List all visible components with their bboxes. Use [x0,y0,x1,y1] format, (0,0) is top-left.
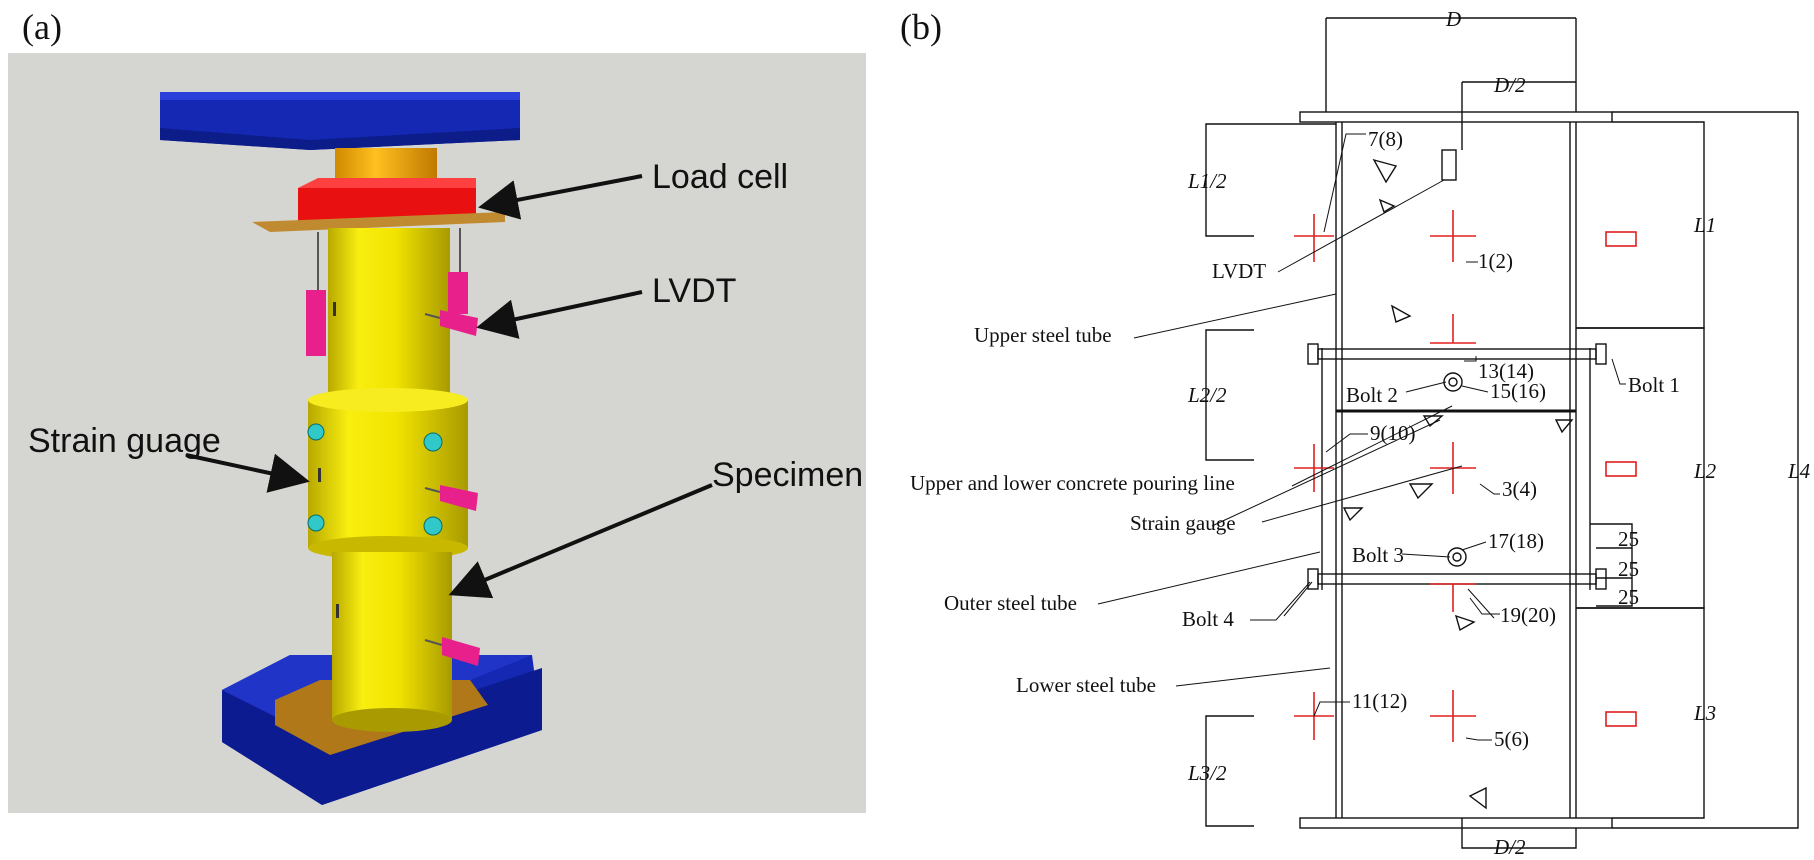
bottom-cap-plate [1299,817,1613,829]
gauge-19: 19(20) [1500,603,1556,627]
arrow-strain-gauge [185,453,310,493]
gauge-13: 13(14) [1478,359,1534,383]
strain-gauge-crosses [1294,210,1637,742]
lvdt-probes [440,310,480,666]
arrow-lvdt [476,290,643,339]
dim-D-half-bottom: D/2 [1493,835,1526,859]
label-load-cell: Load cell [652,158,788,196]
strain-gauge-marks [318,302,339,618]
lvdt-right [448,228,468,314]
dim-L1: L1 [1693,213,1716,237]
dim-L4: L4 [1787,459,1811,483]
label-upper-steel-tube: Upper steel tube [974,323,1112,347]
dim-25-c: 25 [1618,585,1639,609]
gauge-15: 15(16) [1490,379,1546,403]
gauge-7: 7(8) [1368,127,1403,151]
label-lvdt: LVDT [652,272,736,310]
upper-tube [328,228,450,398]
lvdt-box [1441,149,1457,181]
arrow-load-cell [478,174,643,220]
panel-b-label: (b) [900,7,942,47]
load-cell-block [298,178,476,222]
dim-L3: L3 [1693,701,1716,725]
arrow-specimen [448,483,713,599]
label-pouring-line: Upper and lower concrete pouring line [910,471,1235,495]
label-bolt-4: Bolt 4 [1182,607,1234,631]
label-bolt-2: Bolt 2 [1346,383,1398,407]
dim-D-half-top: D/2 [1493,73,1526,97]
dim-25-b: 25 [1618,557,1639,581]
gauge-1: 1(2) [1478,249,1513,273]
gauge-9: 9(10) [1370,421,1416,445]
gauge-3: 3(4) [1502,477,1537,501]
panel-b-schematic: D D/2 L1/2 L2/2 L3/2 L1 L2 L3 L4 25 25 2… [910,7,1811,859]
gauge-5: 5(6) [1494,727,1529,751]
label-specimen: Specimen [712,456,863,494]
annotation-arrows [185,174,713,599]
coupling-sleeve [308,388,468,560]
lower-tube-base [332,708,452,732]
label-bolt-3: Bolt 3 [1352,543,1404,567]
bracket-plate [252,212,505,232]
leader-lines [1097,133,1626,741]
label-lvdt: LVDT [1212,259,1266,283]
panel-a-label: (a) [22,7,62,47]
lower-tube [332,552,452,720]
bolt-2-head [1443,372,1463,392]
bolt-1-rod [1317,348,1597,360]
label-strain-gauge: Strain gauge [1130,511,1236,535]
top-cap-plate [1299,111,1613,123]
label-strain-gauge: Strain guage [28,422,221,460]
bolt-4-rod [1317,573,1597,585]
dim-L2: L2 [1693,459,1717,483]
top-loading-plate [160,92,520,150]
label-bolt-1: Bolt 1 [1628,373,1680,397]
gauge-11: 11(12) [1352,689,1407,713]
label-lower-steel-tube: Lower steel tube [1016,673,1156,697]
dim-L1-half: L1/2 [1187,169,1227,193]
dim-L2-half: L2/2 [1187,383,1227,407]
gauge-17: 17(18) [1488,529,1544,553]
bolt-3-head [1447,547,1467,567]
dim-D: D [1445,7,1461,31]
sleeve-bolts [307,423,443,536]
lvdt-left [306,232,326,356]
dim-L3-half: L3/2 [1187,761,1227,785]
panel-a-render: Load cell LVDT Strain guage Specimen [8,53,866,813]
dim-25-a: 25 [1618,527,1639,551]
label-outer-steel-tube: Outer steel tube [944,591,1077,615]
